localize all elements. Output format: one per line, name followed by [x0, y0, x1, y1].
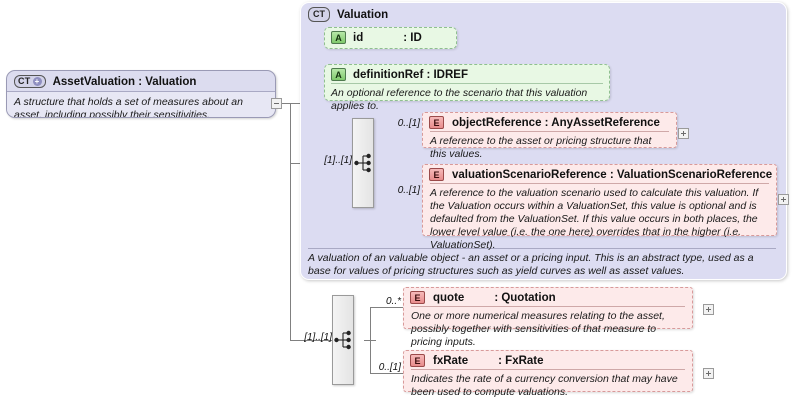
attribute-header-id: A id : ID: [325, 28, 456, 46]
root-header: CT+ AssetValuation : Valuation: [7, 71, 275, 91]
cardinality-fxrate: 0..[1]: [378, 362, 401, 373]
connector-seq-bottom-out: [364, 340, 376, 341]
sequence-icon: [354, 153, 371, 173]
container-title: Valuation: [337, 8, 389, 21]
attribute-type-id: : ID: [403, 31, 422, 44]
sequence-compositor-top[interactable]: [352, 118, 374, 208]
cardinality-sequence-bottom: [1]..[1]: [304, 332, 332, 343]
attribute-name-definitionref: definitionRef : IDREF: [353, 68, 468, 81]
cardinality-sequence-top: [1]..[1]: [324, 155, 352, 166]
badge-plus-icon: +: [32, 77, 42, 86]
element-annotation-valuationscenarioreference: A reference to the valuation scenario us…: [430, 183, 769, 252]
element-name-fxrate: fxRate: [433, 354, 469, 367]
element-badge-icon: E: [429, 116, 444, 129]
element-header-valuationscenarioreference: E valuationScenarioReference : Valuation…: [423, 165, 776, 183]
attribute-box-id[interactable]: A id : ID: [324, 27, 457, 49]
container-header: CT Valuation: [301, 3, 786, 22]
badge-label: CT: [18, 76, 31, 86]
element-box-fxrate[interactable]: E fxRate : FxRate Indicates the rate of …: [403, 350, 693, 398]
element-header-objectreference: E objectReference : AnyAssetReference: [423, 113, 676, 131]
element-annotation-fxrate: Indicates the rate of a currency convers…: [411, 369, 685, 399]
cardinality-objectreference: 0..[1]: [397, 118, 420, 129]
root-annotation: A structure that holds a set of measures…: [7, 91, 275, 117]
expander-quote[interactable]: [703, 304, 714, 315]
root-title: AssetValuation : Valuation: [52, 75, 197, 88]
expander-objectreference[interactable]: [678, 128, 689, 139]
root-complextype-assetvaluation[interactable]: CT+ AssetValuation : Valuation A structu…: [6, 70, 276, 118]
attribute-badge-icon: A: [331, 31, 346, 44]
element-type-quote: : Quotation: [494, 291, 556, 304]
attribute-header-definitionref: A definitionRef : IDREF: [325, 65, 609, 83]
element-name-valuationscenarioreference: valuationScenarioReference : ValuationSc…: [452, 168, 773, 181]
connector-root-stub: [275, 103, 301, 104]
element-type-fxrate: : FxRate: [498, 354, 544, 367]
attribute-box-definitionref[interactable]: A definitionRef : IDREF An optional refe…: [324, 64, 610, 112]
complextype-badge-icon: CT+: [14, 75, 46, 88]
attribute-name-id: id: [353, 31, 364, 44]
attribute-badge-icon: A: [331, 68, 346, 81]
element-badge-icon: E: [410, 354, 425, 367]
element-box-objectreference[interactable]: E objectReference : AnyAssetReference A …: [422, 112, 677, 160]
expander-fxrate[interactable]: [703, 368, 714, 379]
cardinality-quote: 0..*: [385, 296, 401, 307]
container-annotation: A valuation of an valuable object - an a…: [308, 248, 776, 278]
connector-to-quote: [370, 307, 403, 308]
connector-main-trunk: [290, 103, 291, 340]
element-box-valuationscenarioreference[interactable]: E valuationScenarioReference : Valuation…: [422, 164, 777, 251]
element-annotation-objectreference: A reference to the asset or pricing stru…: [430, 131, 669, 161]
expander-valuationscenarioreference[interactable]: [778, 194, 789, 205]
root-collapse-toggle[interactable]: [271, 98, 282, 109]
element-box-quote[interactable]: E quote : Quotation One or more numerica…: [403, 287, 693, 348]
element-annotation-quote: One or more numerical measures relating …: [411, 306, 685, 349]
sequence-compositor-bottom[interactable]: [332, 295, 354, 385]
element-header-fxrate: E fxRate : FxRate: [404, 351, 692, 369]
element-name-objectreference: objectReference : AnyAssetReference: [452, 116, 660, 129]
complextype-badge-icon: CT: [308, 7, 330, 22]
element-badge-icon: E: [429, 168, 444, 181]
sequence-icon: [334, 330, 351, 350]
attribute-annotation-definitionref: An optional reference to the scenario th…: [331, 83, 603, 113]
element-header-quote: E quote : Quotation: [404, 288, 692, 306]
connector-trunk-to-seq-bottom: [290, 340, 333, 341]
cardinality-valuationscenarioreference: 0..[1]: [397, 185, 420, 196]
element-badge-icon: E: [410, 291, 425, 304]
element-name-quote: quote: [433, 291, 465, 304]
connector-to-fxrate: [370, 373, 403, 374]
